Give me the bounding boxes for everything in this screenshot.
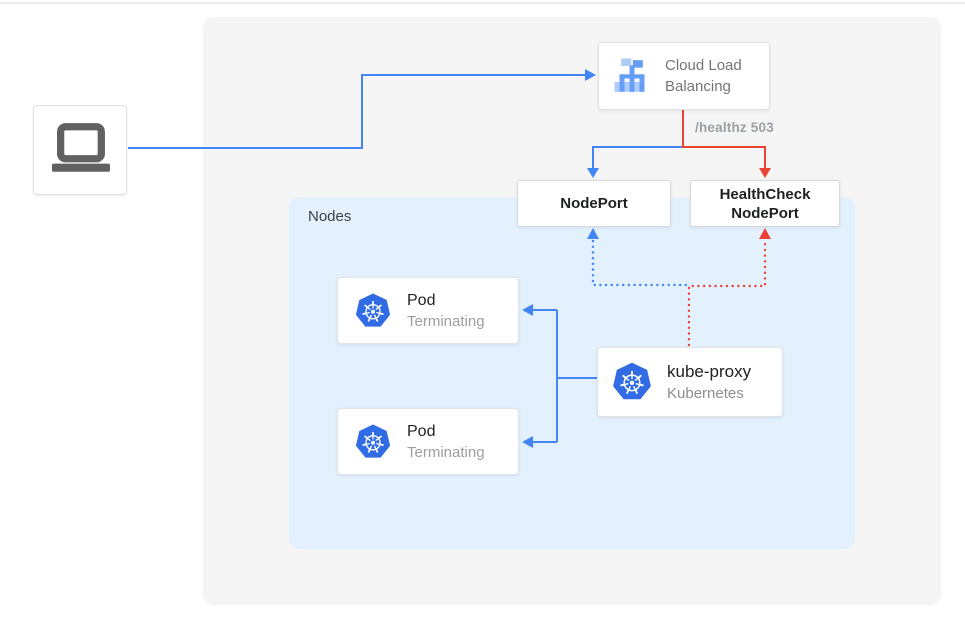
pod-node-2: Pod Terminating: [337, 408, 519, 475]
kubernetes-icon: [354, 423, 392, 461]
kube-proxy-title: kube-proxy: [667, 362, 752, 381]
laptop-icon: [51, 123, 111, 172]
clb-label-line-1: Cloud Load: [665, 57, 742, 74]
kube-proxy-text: kube-proxy Kubernetes: [667, 360, 751, 404]
pod-1-status: Terminating: [407, 312, 485, 330]
pod-2-status: Terminating: [407, 443, 485, 461]
kubernetes-icon: [611, 361, 653, 403]
healthcheck-nodeport-node: HealthCheck NodePort: [690, 180, 840, 227]
healthcheck-label-line-1: HealthCheck: [719, 185, 811, 203]
pod-1-title: Pod: [407, 291, 436, 309]
cloud-load-balancing-icon: [614, 58, 645, 92]
pod-1-text: Pod Terminating: [407, 290, 485, 332]
nodeport-label: NodePort: [560, 195, 628, 212]
nodeport-node: NodePort: [517, 180, 671, 227]
cloud-load-balancing-label: Cloud Load Balancing: [665, 55, 742, 97]
healthz-503-label: /healthz 503: [695, 120, 774, 135]
cloud-load-balancing-node: Cloud Load Balancing: [598, 42, 770, 110]
nodes-group-label: Nodes: [308, 208, 352, 225]
pod-node-1: Pod Terminating: [337, 277, 519, 344]
pod-2-text: Pod Terminating: [407, 421, 485, 463]
kubernetes-icon: [354, 292, 392, 330]
kube-proxy-node: kube-proxy Kubernetes: [597, 347, 783, 417]
pod-2-title: Pod: [407, 422, 436, 440]
client-laptop: [33, 105, 127, 195]
kube-proxy-subtitle: Kubernetes: [667, 385, 744, 402]
healthcheck-label-line-2: NodePort: [731, 204, 799, 222]
top-divider: [0, 2, 965, 4]
clb-label-line-2: Balancing: [665, 78, 731, 95]
